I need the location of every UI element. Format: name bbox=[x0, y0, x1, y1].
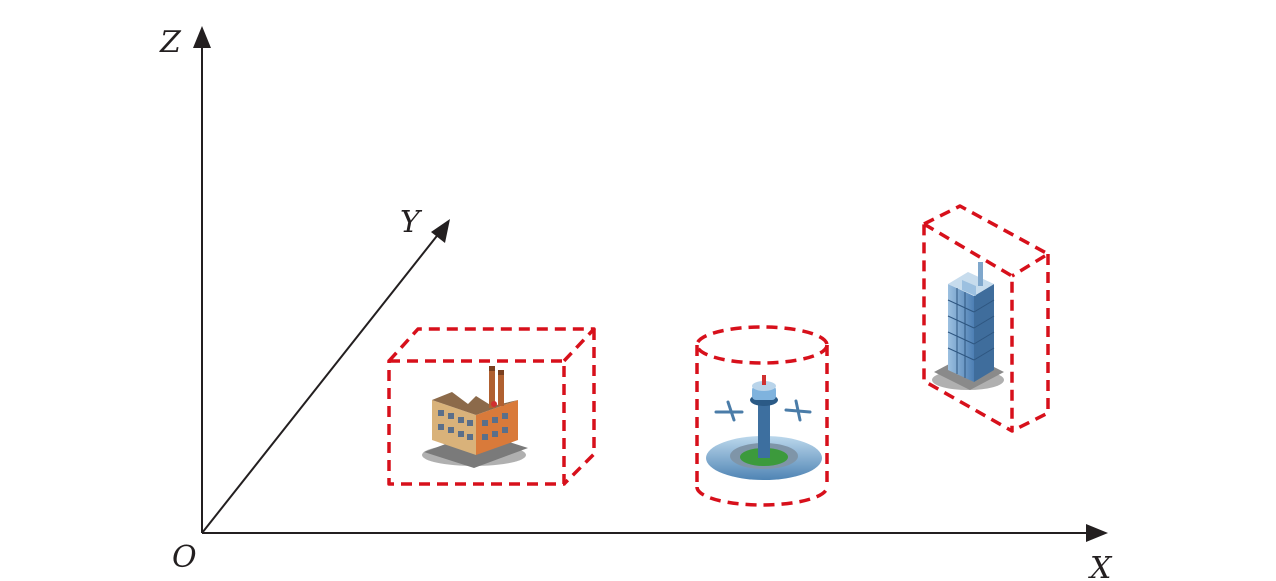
factory-icon bbox=[422, 366, 528, 468]
origin-label: O bbox=[172, 540, 197, 575]
factory-bounding-box bbox=[387, 327, 596, 486]
z-axis-label: Z bbox=[159, 25, 182, 60]
x-axis-label: X bbox=[1088, 551, 1113, 581]
factory-object bbox=[387, 327, 596, 486]
y-axis-arrowhead bbox=[431, 219, 450, 243]
axes: Z Y X O bbox=[159, 25, 1113, 581]
skyscraper-bounding-box bbox=[922, 204, 1050, 433]
x-axis-arrowhead bbox=[1086, 524, 1108, 542]
skyscraper-object bbox=[922, 204, 1050, 433]
airport-tower-icon bbox=[706, 375, 822, 480]
y-axis bbox=[201, 231, 441, 534]
airport-bounding-cylinder bbox=[695, 325, 829, 507]
y-axis-label: Y bbox=[400, 205, 423, 240]
z-axis-arrowhead bbox=[193, 26, 211, 48]
airport-object bbox=[695, 325, 829, 507]
skyscraper-icon bbox=[932, 262, 1004, 390]
